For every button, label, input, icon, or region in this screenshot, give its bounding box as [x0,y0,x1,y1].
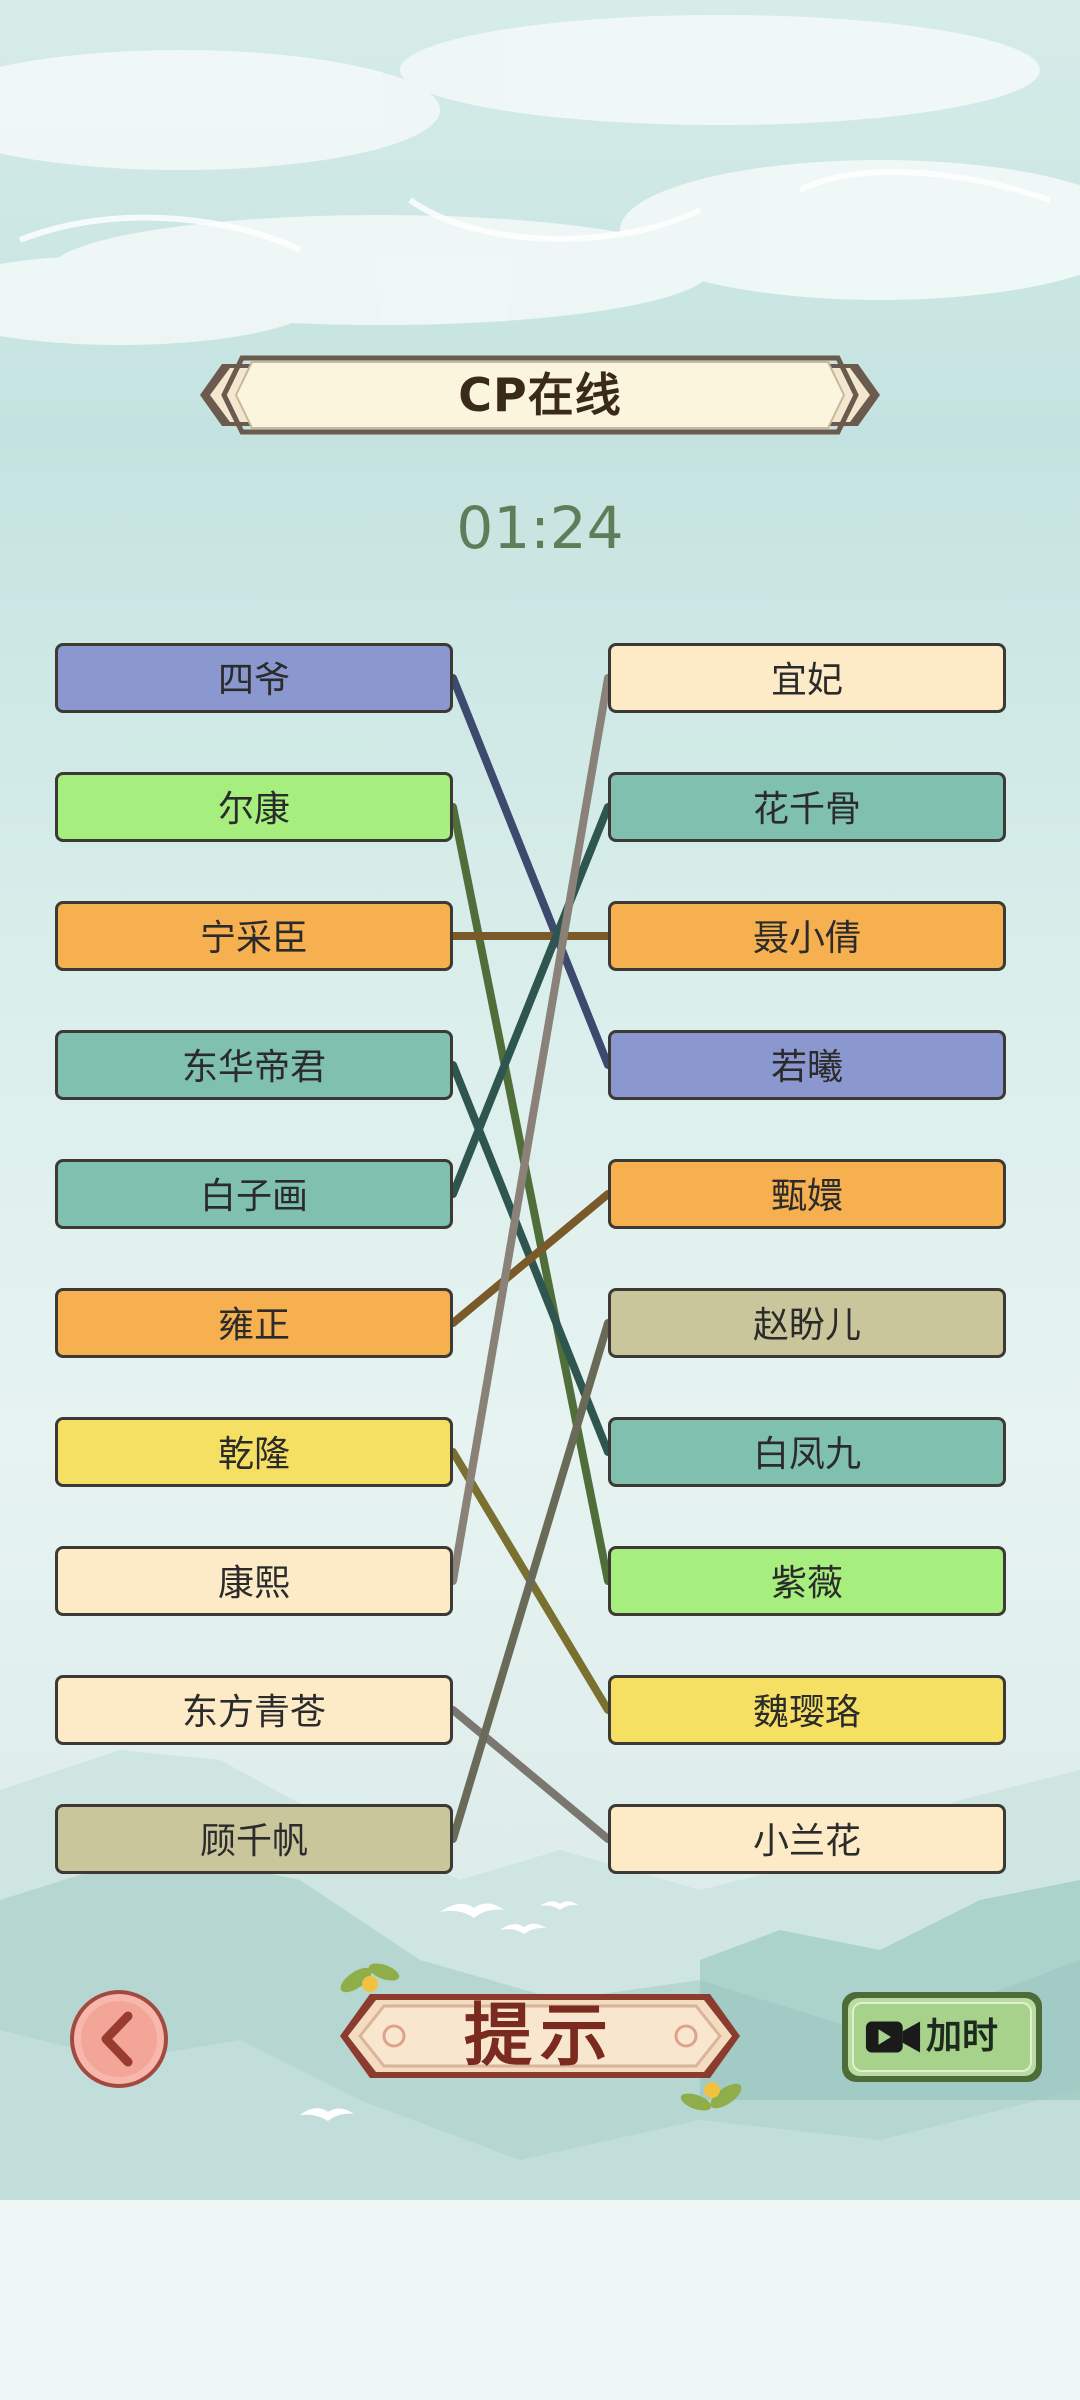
left-card[interactable]: 四爷 [55,643,453,713]
right-card[interactable]: 白凤九 [608,1417,1006,1487]
hint-label: 提示 [463,1996,616,2076]
back-button[interactable] [68,1988,170,2090]
countdown-timer: 01:24 [456,494,624,562]
level-title: CP在线 [458,368,622,422]
connection-line [449,803,612,1198]
left-card[interactable]: 白子画 [55,1159,453,1229]
right-card[interactable]: 紫薇 [608,1546,1006,1616]
connection-line [449,674,612,1069]
right-card[interactable]: 小兰花 [608,1804,1006,1874]
left-card[interactable]: 乾隆 [55,1417,453,1487]
connection-line [449,674,612,1585]
right-card[interactable]: 花千骨 [608,772,1006,842]
right-card[interactable]: 甄嬛 [608,1159,1006,1229]
left-card[interactable]: 雍正 [55,1288,453,1358]
left-card[interactable]: 东方青苍 [55,1675,453,1745]
right-card[interactable]: 若曦 [608,1030,1006,1100]
right-card[interactable]: 聂小倩 [608,901,1006,971]
left-card[interactable]: 尔康 [55,772,453,842]
left-card[interactable]: 康熙 [55,1546,453,1616]
right-card[interactable]: 宜妃 [608,643,1006,713]
hint-frame-icon [340,1963,742,2111]
banner-frame-icon [200,355,880,435]
hint-button[interactable]: 提示 [326,1950,754,2122]
right-card[interactable]: 赵盼儿 [608,1288,1006,1358]
left-card[interactable]: 东华帝君 [55,1030,453,1100]
add-time-frame-icon [842,1992,1042,2082]
add-time-button[interactable]: 加时 [840,1990,1044,2084]
right-card[interactable]: 魏璎珞 [608,1675,1006,1745]
add-time-label: 加时 [926,2016,999,2057]
left-card[interactable]: 宁采臣 [55,901,453,971]
back-arrow-icon [70,1990,168,2088]
connection-line [449,1706,612,1843]
level-title-banner: CP在线 [200,352,880,438]
connection-line [449,1319,612,1843]
left-card[interactable]: 顾千帆 [55,1804,453,1874]
video-camera-icon [865,2021,921,2053]
connection-line [449,1190,612,1327]
